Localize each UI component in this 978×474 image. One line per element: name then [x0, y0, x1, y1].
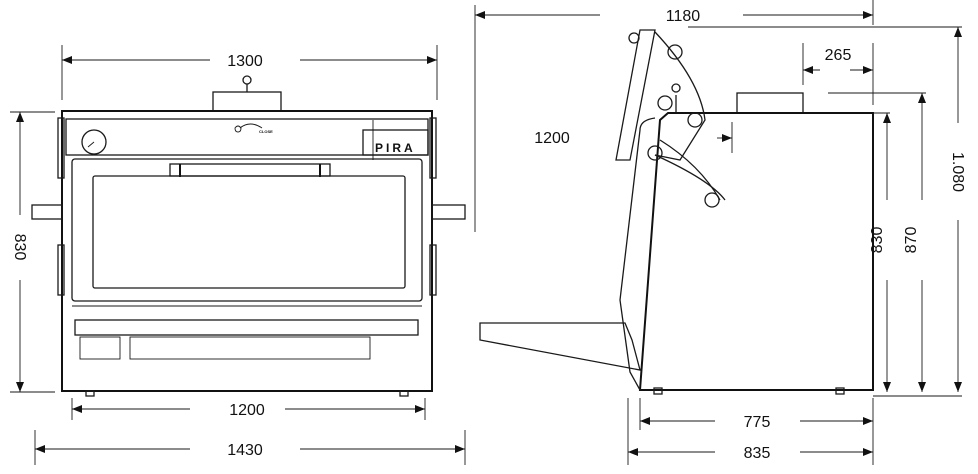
brand-logo: PIRA — [362, 120, 429, 160]
side-view — [479, 29, 874, 395]
dimension-label: 1200 — [534, 130, 570, 147]
open-lid — [615, 29, 656, 161]
door-window — [92, 175, 406, 289]
front-view: CLOSE PIRA — [31, 75, 466, 397]
dimension-label: 830 — [11, 234, 28, 261]
dimension-label: 1.080 — [949, 152, 966, 192]
foot — [399, 390, 409, 397]
chimney-box — [212, 91, 282, 112]
dimension-label: 830 — [869, 227, 886, 254]
door-tray — [479, 322, 641, 371]
dimension-label: 265 — [825, 47, 852, 64]
dimension-label: 1200 — [229, 402, 265, 419]
oven-body-side — [638, 112, 874, 391]
side-handle-right — [431, 204, 466, 220]
close-label: CLOSE — [259, 129, 273, 134]
dimension-label: 835 — [744, 445, 771, 462]
chimney-knob — [242, 75, 252, 85]
dimension-label: 775 — [744, 414, 771, 431]
thermometer-gauge-icon — [81, 129, 107, 155]
dimension-label: 1430 — [227, 442, 263, 459]
front-dimensions: 1300 830 1200 1430 — [10, 45, 466, 465]
side-handle-left — [31, 204, 63, 220]
ash-drawer — [74, 319, 419, 336]
dimension-label: 870 — [903, 227, 920, 254]
drop-icon — [234, 125, 242, 133]
side-dimensions: 1180 1200 265 830 870 1.080 775 835 — [474, 0, 966, 465]
oven-door — [71, 158, 423, 302]
chimney-box — [736, 92, 804, 114]
foot — [85, 390, 95, 397]
dimension-label: 1300 — [227, 53, 263, 70]
dimension-label: PIRA — [375, 141, 416, 155]
door-handle — [169, 163, 331, 177]
oven-body — [61, 110, 433, 392]
dimension-label: 1180 — [666, 8, 701, 25]
